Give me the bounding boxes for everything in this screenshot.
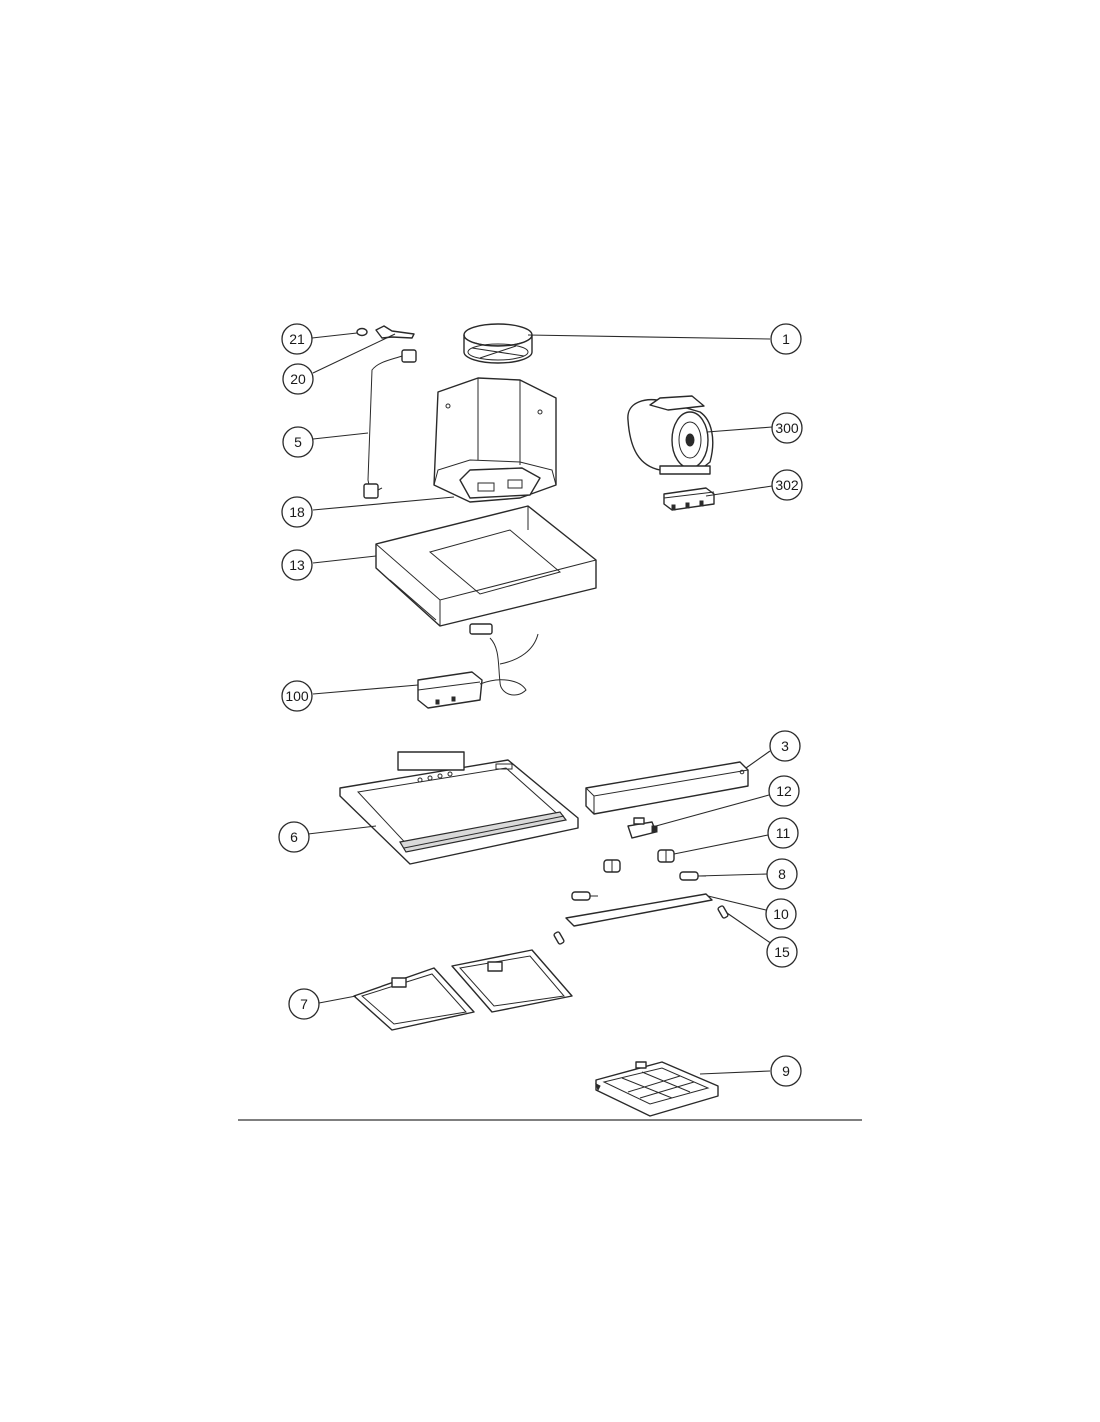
part-duct-collar bbox=[463, 323, 533, 364]
part-grease-filter-right bbox=[451, 949, 573, 1013]
callout-5: 5 bbox=[282, 426, 314, 458]
callout-label: 3 bbox=[781, 738, 789, 754]
part-lamp-housing bbox=[585, 761, 749, 815]
callout-label: 300 bbox=[775, 420, 799, 436]
callout-label: 302 bbox=[775, 477, 799, 493]
callout-label: 9 bbox=[782, 1063, 790, 1079]
callout-13: 13 bbox=[281, 549, 313, 581]
callout-8: 8 bbox=[766, 858, 798, 890]
callout-label: 5 bbox=[294, 434, 302, 450]
callout-12: 12 bbox=[768, 775, 800, 807]
part-pin-b bbox=[553, 931, 565, 945]
callout-label: 18 bbox=[289, 504, 305, 520]
callout-label: 8 bbox=[778, 866, 786, 882]
callout-3: 3 bbox=[769, 730, 801, 762]
callout-label: 10 bbox=[773, 906, 789, 922]
callout-10: 10 bbox=[765, 898, 797, 930]
callout-15: 15 bbox=[766, 936, 798, 968]
part-blower-motor bbox=[627, 395, 714, 475]
part-lamp-cover bbox=[565, 893, 713, 927]
part-control-unit bbox=[417, 623, 539, 709]
part-pin-a bbox=[717, 905, 729, 919]
callout-label: 100 bbox=[285, 688, 309, 704]
callout-302: 302 bbox=[771, 469, 803, 501]
part-bulb-socket-a bbox=[603, 859, 621, 873]
callout-300: 300 bbox=[771, 412, 803, 444]
callout-label: 21 bbox=[289, 331, 305, 347]
part-bracket bbox=[375, 325, 415, 339]
callout-label: 12 bbox=[776, 783, 792, 799]
callout-21: 21 bbox=[281, 323, 313, 355]
callout-label: 15 bbox=[774, 944, 790, 960]
callout-label: 13 bbox=[289, 557, 305, 573]
part-front-panel bbox=[339, 751, 579, 865]
part-bulb-socket-b bbox=[657, 849, 675, 863]
callout-label: 1 bbox=[782, 331, 790, 347]
part-hood-body bbox=[375, 505, 597, 627]
callout-label: 7 bbox=[300, 996, 308, 1012]
part-bolt-b bbox=[571, 891, 598, 901]
callout-20: 20 bbox=[282, 363, 314, 395]
callout-7: 7 bbox=[288, 988, 320, 1020]
leader-lines bbox=[307, 332, 773, 1075]
callout-label: 6 bbox=[290, 829, 298, 845]
part-motor-housing bbox=[433, 377, 557, 503]
part-grease-filter-left bbox=[353, 967, 475, 1031]
callout-9: 9 bbox=[770, 1055, 802, 1087]
callout-label: 11 bbox=[776, 825, 791, 841]
part-carbon-filter bbox=[595, 1061, 719, 1117]
part-power-cable bbox=[363, 349, 417, 499]
part-capacitor-block bbox=[663, 487, 715, 511]
callout-11: 11 bbox=[767, 817, 799, 849]
callout-18: 18 bbox=[281, 496, 313, 528]
callout-label: 20 bbox=[290, 371, 306, 387]
callout-1: 1 bbox=[770, 323, 802, 355]
callout-100: 100 bbox=[281, 680, 313, 712]
part-clip bbox=[356, 327, 368, 337]
part-lamp-holder bbox=[627, 817, 658, 839]
callout-6: 6 bbox=[278, 821, 310, 853]
